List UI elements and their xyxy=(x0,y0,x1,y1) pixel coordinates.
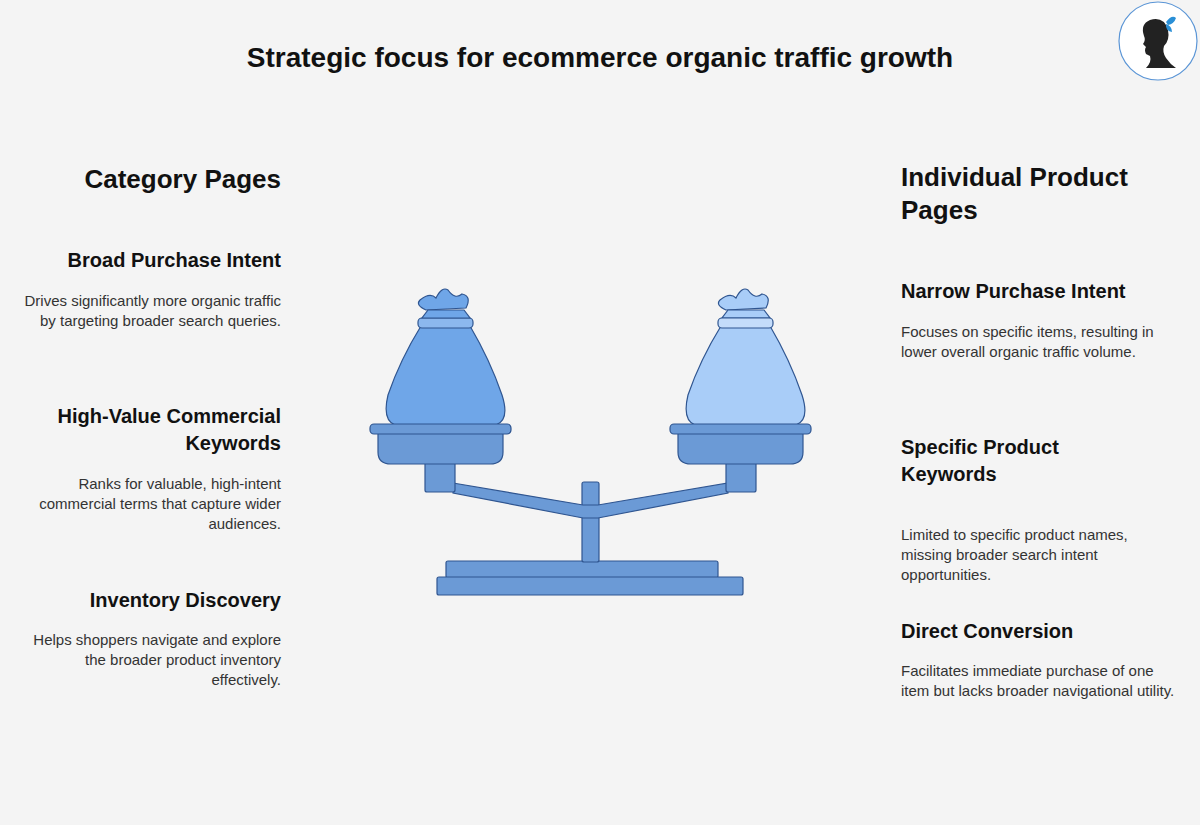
item-body: Facilitates immediate purchase of one it… xyxy=(901,661,1181,701)
bag-top xyxy=(418,289,468,310)
item-heading: Specific Product Keywords xyxy=(901,434,1091,488)
pan-rim xyxy=(670,424,811,434)
column-heading: Individual Product Pages xyxy=(901,161,1161,227)
scale-base-top xyxy=(446,561,718,578)
item-body: Focuses on specific items, resulting in … xyxy=(901,322,1171,362)
diagram-title: Strategic focus for ecommerce organic tr… xyxy=(100,42,1100,74)
item-heading: High-Value Commercial Keywords xyxy=(21,403,281,457)
item-heading: Inventory Discovery xyxy=(21,587,281,614)
bag-neck xyxy=(422,310,470,318)
logo-butterfly xyxy=(1166,17,1176,32)
bag-top xyxy=(718,289,768,310)
item-heading: Narrow Purchase Intent xyxy=(901,278,1181,305)
logo-silhouette xyxy=(1143,19,1176,68)
item-body: Helps shoppers navigate and explore the … xyxy=(31,630,281,690)
money-bag xyxy=(386,326,505,425)
money-bag xyxy=(686,326,805,425)
pan-bowl xyxy=(378,433,503,464)
pan-post xyxy=(425,460,455,492)
scale-pole xyxy=(582,482,599,562)
bag-tie xyxy=(418,318,473,328)
pan-rim xyxy=(370,424,511,434)
logo-circle xyxy=(1119,2,1197,80)
pan-bowl xyxy=(678,433,803,464)
scale-base xyxy=(437,577,743,595)
item-body: Drives significantly more organic traffi… xyxy=(21,291,281,331)
item-heading: Broad Purchase Intent xyxy=(21,247,281,274)
scale-beam xyxy=(453,483,728,518)
pan-post xyxy=(726,460,756,492)
bag-neck xyxy=(722,310,770,318)
item-body: Ranks for valuable, high-intent commerci… xyxy=(31,474,281,534)
bag-tie xyxy=(718,318,773,328)
column-heading: Category Pages xyxy=(31,163,281,196)
item-heading: Direct Conversion xyxy=(901,618,1181,645)
item-body: Limited to specific product names, missi… xyxy=(901,525,1161,585)
